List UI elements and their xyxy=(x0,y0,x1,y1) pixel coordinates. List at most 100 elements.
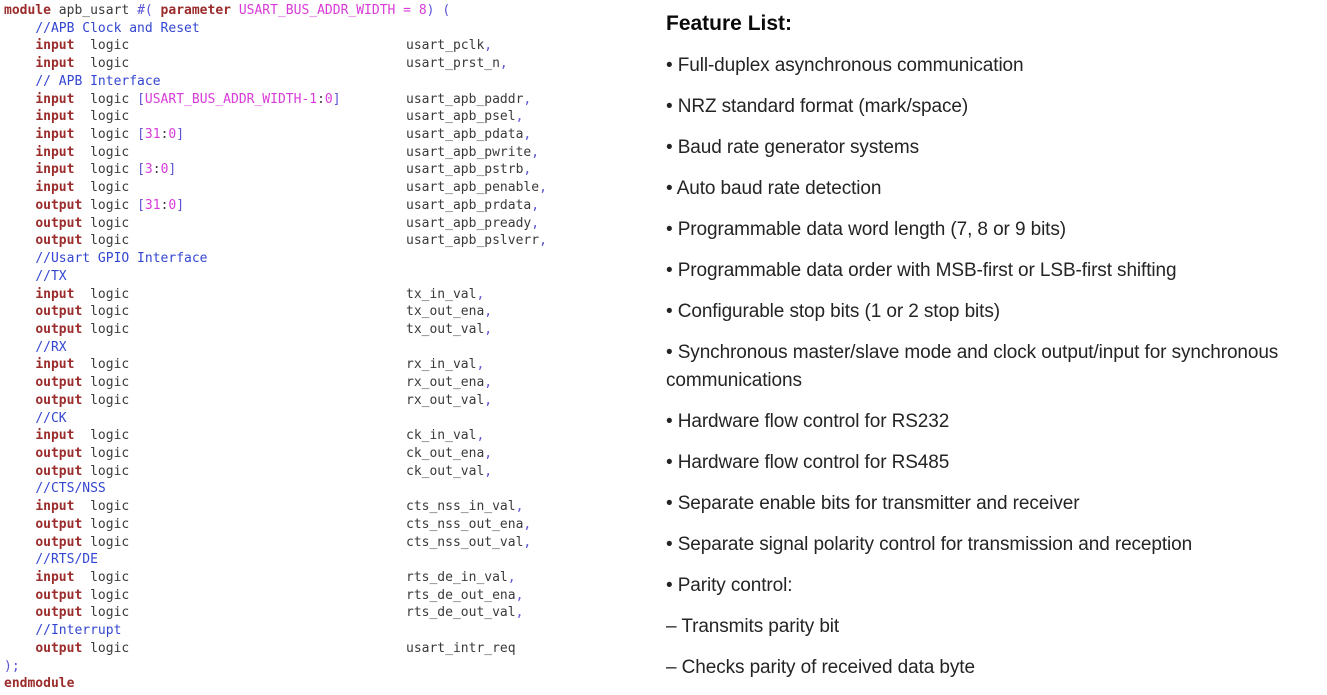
feature-text: Programmable data word length (7, 8 or 9… xyxy=(677,219,1066,240)
signal-name: tx_out_ena, xyxy=(406,304,493,320)
code-line: //RX xyxy=(35,339,67,355)
signal-name: rx_in_val, xyxy=(406,357,485,373)
code-line: //APB Clock and Reset xyxy=(35,20,200,36)
bullet-marker: • xyxy=(666,575,678,596)
code-line: //CK xyxy=(35,410,67,426)
signal-name: usart_apb_pwrite, xyxy=(406,144,540,160)
code-line: output logic [31:0]usart_apb_prdata, xyxy=(35,197,540,213)
feature-item: • Parity control: xyxy=(666,572,1322,600)
signal-name: rx_out_ena, xyxy=(406,375,493,391)
bullet-marker: • xyxy=(666,493,678,514)
code-line: // APB Interface xyxy=(35,73,161,89)
signal-name: usart_intr_req xyxy=(406,640,516,656)
signal-name: usart_apb_prdata, xyxy=(406,197,540,213)
feature-text: Parity control: xyxy=(677,575,793,596)
feature-item: • Hardware flow control for RS485 xyxy=(666,449,1322,477)
feature-text: Auto baud rate detection xyxy=(676,178,882,199)
feature-text: Synchronous master/slave mode and clock … xyxy=(666,342,1279,391)
feature-item: • NRZ standard format (mark/space) xyxy=(666,93,1322,121)
feature-item: • Synchronous master/slave mode and cloc… xyxy=(666,339,1322,395)
feature-text: Separate enable bits for transmitter and… xyxy=(677,493,1080,514)
signal-name: cts_nss_out_val, xyxy=(406,534,532,550)
code-line: endmodule xyxy=(4,676,75,692)
signal-name: tx_out_val, xyxy=(406,321,493,337)
feature-item: • Full-duplex asynchronous communication xyxy=(666,52,1322,80)
code-line: module apb_usart #( parameter USART_BUS_… xyxy=(4,3,451,18)
signal-name: ck_out_ena, xyxy=(406,445,493,461)
feature-item: – Checks parity of received data byte xyxy=(666,654,1322,682)
bullet-marker: • xyxy=(666,219,678,240)
signal-name: rts_de_out_val, xyxy=(406,605,524,621)
feature-text: Baud rate generator systems xyxy=(677,137,919,158)
signal-name: usart_apb_pready, xyxy=(406,215,540,231)
bullet-marker: – xyxy=(666,616,682,637)
signal-name: usart_apb_pdata, xyxy=(406,127,532,143)
code-line: ); xyxy=(4,658,20,674)
signal-name: ck_out_val, xyxy=(406,463,493,479)
feature-list-title: Feature List: xyxy=(666,12,793,35)
features-pane: Feature List: • Full-duplex asynchronous… xyxy=(666,10,1322,695)
bullet-marker: • xyxy=(666,301,678,322)
code-pane: module apb_usart #( parameter USART_BUS_… xyxy=(4,2,654,693)
feature-item: • Auto baud rate detection xyxy=(666,175,1322,203)
feature-item: • Hardware flow control for RS232 xyxy=(666,408,1322,436)
code-line: input logic [USART_BUS_ADDR_WIDTH-1:0]us… xyxy=(35,91,532,107)
feature-text: Configurable stop bits (1 or 2 stop bits… xyxy=(677,301,1000,322)
feature-item: • Configurable stop bits (1 or 2 stop bi… xyxy=(666,298,1322,326)
feature-item: • Baud rate generator systems xyxy=(666,134,1322,162)
feature-text: NRZ standard format (mark/space) xyxy=(677,96,969,117)
feature-list: • Full-duplex asynchronous communication… xyxy=(666,52,1322,682)
code-line: //CTS/NSS xyxy=(35,481,106,497)
signal-name: rx_out_val, xyxy=(406,392,493,408)
bullet-marker: • xyxy=(666,452,678,473)
signal-name: cts_nss_out_ena, xyxy=(406,516,532,532)
feature-item: • Separate signal polarity control for t… xyxy=(666,531,1322,559)
feature-item: • Programmable data order with MSB-first… xyxy=(666,257,1322,285)
feature-text: Hardware flow control for RS232 xyxy=(677,411,950,432)
code-line: input logic [3:0]usart_apb_pstrb, xyxy=(35,162,532,178)
code-line: //TX xyxy=(35,268,67,284)
signal-name: usart_prst_n, xyxy=(406,56,508,72)
signal-name: usart_apb_pslverr, xyxy=(406,233,547,249)
bullet-marker: – xyxy=(666,657,682,678)
feature-item: • Programmable data word length (7, 8 or… xyxy=(666,216,1322,244)
code-line: input logic [31:0]usart_apb_pdata, xyxy=(35,127,532,143)
bullet-marker: • xyxy=(666,342,678,363)
signal-name: usart_apb_pstrb, xyxy=(406,162,532,178)
bullet-marker: • xyxy=(666,96,678,117)
signal-name: usart_apb_psel, xyxy=(406,109,524,125)
bullet-marker: • xyxy=(666,178,677,199)
feature-text: Separate signal polarity control for tra… xyxy=(677,534,1193,555)
signal-name: rts_de_out_ena, xyxy=(406,587,524,603)
feature-text: Hardware flow control for RS485 xyxy=(677,452,950,473)
signal-name: usart_pclk, xyxy=(406,38,493,54)
signal-name: cts_nss_in_val, xyxy=(406,499,524,515)
code-line: //RTS/DE xyxy=(35,552,98,568)
signal-name: ck_in_val, xyxy=(406,428,485,444)
bullet-marker: • xyxy=(666,534,678,555)
bullet-marker: • xyxy=(666,55,678,76)
feature-item: • Separate enable bits for transmitter a… xyxy=(666,490,1322,518)
signal-name: tx_in_val, xyxy=(406,286,485,302)
feature-text: Full-duplex asynchronous communication xyxy=(677,55,1024,76)
